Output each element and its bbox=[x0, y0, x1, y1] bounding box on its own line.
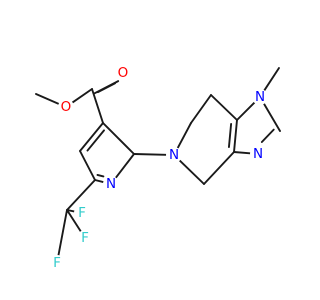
atom-o-methoxy-label: O bbox=[61, 99, 72, 115]
atom-n-pyridine-label: N bbox=[106, 176, 116, 192]
bond-nm-c2i bbox=[263, 102, 281, 132]
bond-np-c5 bbox=[94, 179, 105, 184]
atom-n-tetrahydro-label: N bbox=[169, 147, 179, 163]
bond-c3-c2 bbox=[102, 122, 135, 155]
bond-c2i-ni-double bbox=[260, 128, 275, 143]
bond-c3a-c7a-double bbox=[227, 123, 233, 148]
atom-o-carbonyl-label: O bbox=[118, 65, 129, 81]
atom-f-bottom: F bbox=[49, 255, 65, 271]
bond-c5-c4 bbox=[79, 150, 96, 181]
bond-c5-np-double bbox=[96, 174, 105, 178]
bond-cb-c7a bbox=[210, 94, 238, 121]
bond-c3a-c4b bbox=[203, 151, 235, 185]
atom-n-tetrahydro: N bbox=[166, 147, 182, 163]
atom-f-top-label: F bbox=[78, 205, 86, 221]
molecule-structure: O O N N N N F F bbox=[35, 65, 281, 271]
atom-n-methyl-imidazole: N bbox=[252, 89, 268, 105]
bond-cc-oc-second bbox=[93, 80, 120, 95]
atom-o-methoxy: O bbox=[58, 99, 74, 115]
bond-ni-c3a bbox=[233, 151, 251, 155]
atom-n-imidazole: N bbox=[250, 146, 266, 162]
bond-c2-nt bbox=[133, 153, 167, 156]
atom-n-imidazole-label: N bbox=[253, 146, 263, 162]
atom-f-right: F bbox=[77, 230, 93, 246]
atom-labels: O O N N N N F F bbox=[49, 65, 268, 271]
bond-c6-c5 bbox=[66, 179, 96, 211]
bonds bbox=[35, 67, 281, 257]
atom-n-methyl-imidazole-label: N bbox=[255, 89, 265, 105]
atom-f-bottom-label: F bbox=[53, 255, 61, 271]
bond-oe-cc bbox=[71, 88, 93, 104]
bond-cc-c3 bbox=[91, 88, 104, 124]
bond-c7a-c3a bbox=[233, 119, 238, 153]
atom-f-right-label: F bbox=[81, 230, 89, 246]
bond-c6-fr bbox=[66, 209, 82, 233]
bond-ch3e-oe bbox=[35, 93, 60, 105]
bond-ca-cb bbox=[190, 94, 212, 124]
bond-c2-np bbox=[114, 153, 135, 179]
bond-c3-c4-double bbox=[86, 129, 105, 152]
bond-c4-c3 bbox=[79, 122, 104, 152]
atom-n-pyridine: N bbox=[103, 176, 119, 192]
bond-c7a-nm bbox=[236, 101, 256, 121]
atom-f-top: F bbox=[74, 205, 90, 221]
bond-nm-ch3m bbox=[263, 67, 280, 92]
bond-c4b-nt bbox=[178, 159, 205, 185]
bond-c6-fb bbox=[57, 209, 68, 257]
bond-nt-ca bbox=[176, 122, 192, 149]
atom-o-carbonyl: O bbox=[115, 65, 131, 81]
